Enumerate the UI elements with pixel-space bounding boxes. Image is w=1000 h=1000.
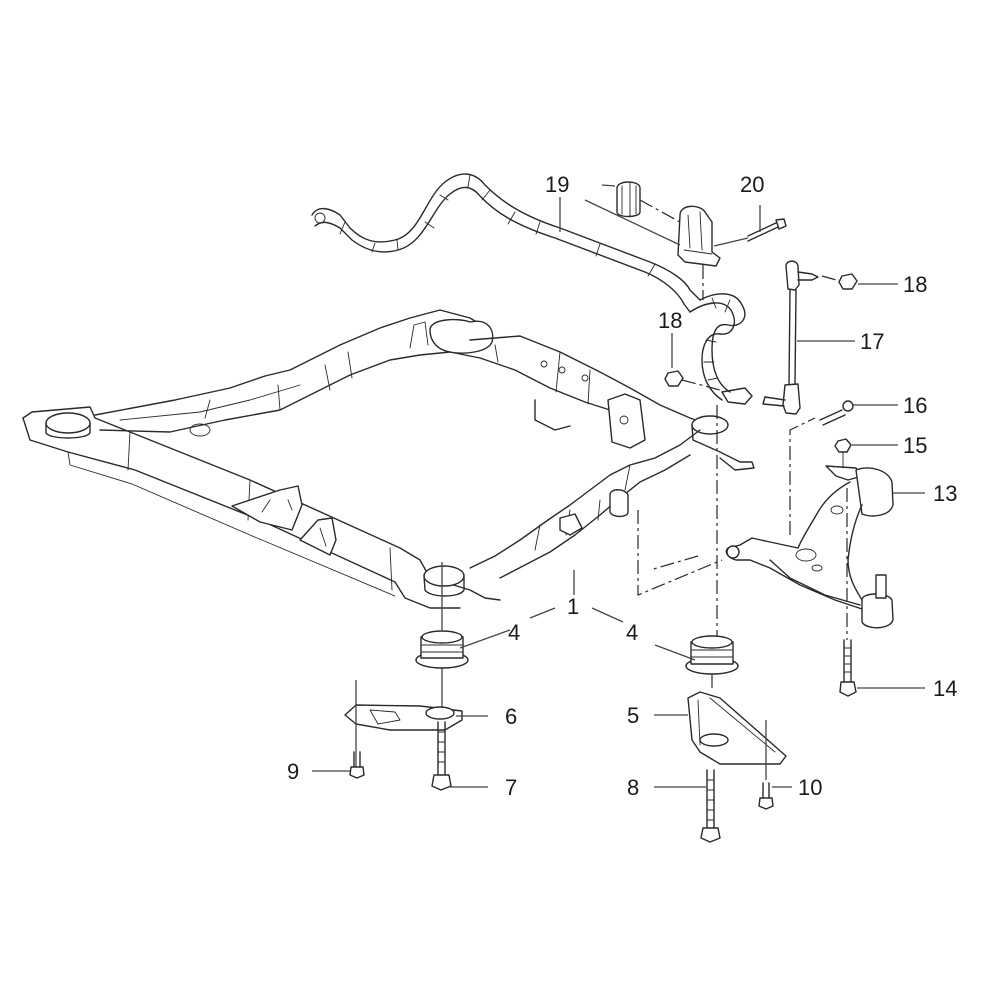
arm-bolt-16 (819, 400, 854, 426)
mount-bushing-left (415, 630, 469, 669)
callout-20: 20 (740, 172, 765, 197)
subframe (22, 309, 755, 609)
callout-17: 17 (860, 329, 885, 354)
callout-4-right: 4 (626, 620, 639, 645)
callout-15: 15 (903, 433, 928, 458)
mount-bracket-right (687, 674, 787, 780)
stabilizer-link (762, 260, 819, 415)
callout-7: 7 (505, 775, 518, 800)
link-nut-upper (838, 273, 858, 290)
mount-bolt-7 (431, 721, 452, 791)
callout-10: 10 (798, 775, 823, 800)
stabilizer-bushing (616, 181, 641, 218)
callout-8: 8 (627, 775, 640, 800)
leader-lines (312, 184, 925, 788)
link-nut-lower (664, 370, 684, 387)
callout-1: 1 (567, 594, 580, 619)
callout-19: 19 (545, 172, 570, 197)
callout-6: 6 (505, 704, 518, 729)
callout-4-left: 4 (508, 620, 521, 645)
mount-plate-left (344, 680, 463, 770)
mount-bolt-10 (758, 782, 774, 810)
callout-14: 14 (933, 676, 958, 701)
callout-18-upper: 18 (903, 272, 928, 297)
clamp-bolt (713, 218, 787, 247)
mount-bolt-8 (700, 769, 721, 843)
callout-16: 16 (903, 393, 928, 418)
callout-9: 9 (287, 759, 300, 784)
callout-13: 13 (933, 481, 958, 506)
callout-5: 5 (627, 703, 640, 728)
stabilizer-clamp (677, 205, 721, 267)
mount-bushing-right (685, 635, 739, 675)
arm-bolt-14 (839, 639, 857, 697)
lower-control-arm (725, 465, 894, 629)
arm-nut (834, 438, 852, 469)
callout-18-lower: 18 (658, 308, 683, 333)
mount-bolt-9 (349, 751, 365, 779)
stabilizer-bar (311, 173, 753, 405)
